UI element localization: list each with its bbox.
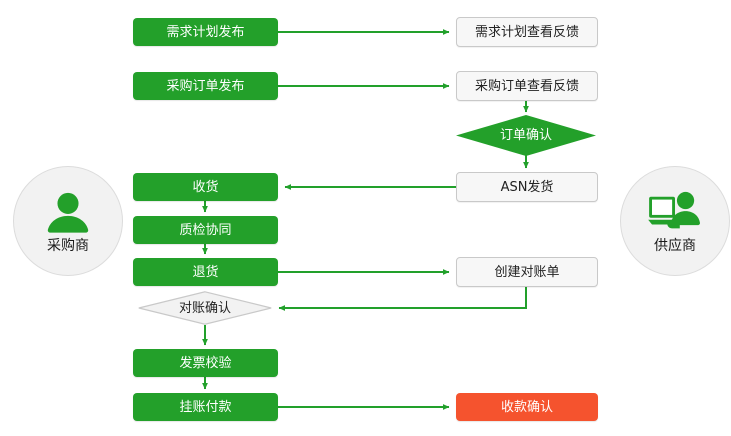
- node-label: 采购订单发布: [166, 78, 245, 94]
- node-label: ASN发货: [500, 179, 554, 195]
- node-label: 收款确认: [500, 399, 553, 415]
- node-label: 退货: [192, 264, 219, 280]
- node-label: 采购订单查看反馈: [474, 78, 579, 94]
- node-create-statement[interactable]: 创建对账单: [456, 257, 598, 287]
- node-receive-goods[interactable]: 收货: [133, 173, 278, 201]
- node-po-publish[interactable]: 采购订单发布: [133, 72, 278, 100]
- person-with-computer-icon: [648, 191, 700, 228]
- role-buyer-label: 采购商: [47, 237, 89, 254]
- node-label: 需求计划查看反馈: [474, 24, 579, 40]
- node-po-feedback[interactable]: 采购订单查看反馈: [456, 71, 598, 101]
- node-invoice-check[interactable]: 发票校验: [133, 349, 278, 377]
- node-label: 发票校验: [179, 355, 232, 371]
- wire-statement-to-confirm: [278, 286, 527, 311]
- role-supplier: 供应商: [620, 166, 730, 276]
- diamond-shape: [138, 291, 272, 325]
- node-label: 需求计划发布: [166, 24, 245, 40]
- node-label: 质检协同: [179, 222, 232, 238]
- diamond-shape: [456, 115, 596, 156]
- node-label: 挂账付款: [179, 399, 232, 415]
- person-icon: [47, 192, 89, 233]
- node-order-confirm[interactable]: 订单确认: [456, 115, 596, 156]
- node-demand-plan-publish[interactable]: 需求计划发布: [133, 18, 278, 46]
- node-return-goods[interactable]: 退货: [133, 258, 278, 286]
- node-label: 创建对账单: [494, 264, 560, 280]
- node-label: 订单确认: [499, 128, 552, 143]
- node-label: 收货: [192, 179, 219, 195]
- node-asn-shipment[interactable]: ASN发货: [456, 172, 598, 202]
- node-label: 对账确认: [178, 300, 231, 316]
- node-statement-confirm[interactable]: 对账确认: [138, 291, 272, 325]
- role-buyer: 采购商: [13, 166, 123, 276]
- node-payable-payment[interactable]: 挂账付款: [133, 393, 278, 421]
- node-quality-collab[interactable]: 质检协同: [133, 216, 278, 244]
- role-supplier-label: 供应商: [654, 237, 696, 254]
- node-receipt-confirm[interactable]: 收款确认: [456, 393, 598, 421]
- node-demand-plan-feedback[interactable]: 需求计划查看反馈: [456, 17, 598, 47]
